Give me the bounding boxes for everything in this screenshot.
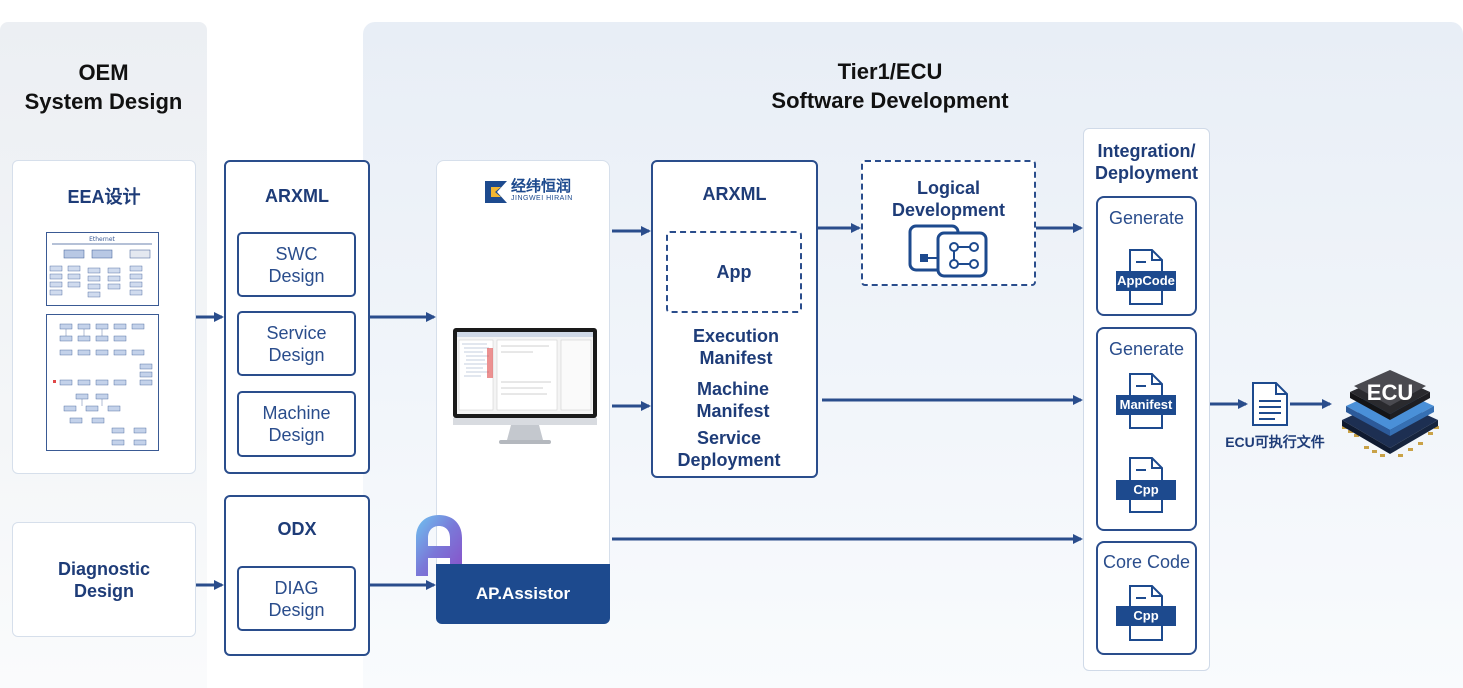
diag-line2: Design [268,599,325,620]
tier1-title-line2: Software Development [771,88,1009,113]
service-deployment-line2: Deployment [677,450,781,470]
machine-manifest-line2: Manifest [696,401,770,421]
odx-title: ODX [277,519,317,539]
ap-assistor-label: AP.Assistor [436,564,610,624]
arxml-right-title: ARXML [702,184,767,204]
diagnostic-line1: Diagnostic [57,558,150,579]
eea-title: EEA设计 [67,187,141,207]
swc-line1: SWC [275,243,318,264]
appcode-badge: AppCode [1116,271,1176,291]
exec-line2: Manifest [699,348,773,368]
eea-diagram-thumbnail: Ethernet [46,232,159,451]
manifest-badge: Manifest [1116,395,1176,415]
app-label: App [716,262,752,282]
logo-text-cn: 经纬恒润 [511,178,572,195]
tier1-title: Tier1/ECU Software Development [740,57,1040,115]
machine-manifest-line1: Machine [696,379,770,399]
tier1-title-line1: Tier1/ECU [837,59,943,84]
swc-line2: Design [268,265,325,286]
cpp-badge-1: Cpp [1116,480,1176,500]
ap-assistor-logo-icon [416,515,462,576]
eea-chart-header: Ethernet [89,236,115,243]
integration-title-line2: Deployment [1094,163,1199,183]
oem-title: OEM System Design [0,58,207,116]
machine-line1: Machine [262,403,331,423]
arxml-right-card: ARXML [651,160,818,478]
machine-line2: Design [268,425,325,445]
generate-label-1: Generate [1108,208,1185,228]
ecu-chip-icon: ECU [1342,370,1439,457]
oem-title-line2: System Design [24,89,183,114]
integration-title-line1: Integration/ [1097,141,1196,161]
service-line1: Service [266,322,327,343]
diagnostic-design-card: Diagnostic Design [12,522,196,637]
monitor-icon [453,328,597,444]
core-code-label: Core Code [1102,552,1191,572]
logical-line2: Development [891,200,1006,220]
cpp-badge-2: Cpp [1116,606,1176,626]
logical-line1: Logical [916,178,980,198]
oem-title-line1: OEM [78,60,129,85]
jingwei-logo-icon [485,181,507,203]
app-box: App [666,231,802,313]
diag-line1: DIAG [274,577,319,598]
ecu-chip-label: ECU [1367,380,1413,405]
exec-line1: Execution [692,326,780,346]
service-line2: Design [268,344,325,365]
diagnostic-line2: Design [73,580,134,601]
generate-label-2: Generate [1108,339,1185,359]
logo-text-en: JINGWEI HIRAIN [511,195,573,202]
service-deployment-line1: Service [696,428,762,448]
ecu-document-icon [1252,382,1288,426]
ap-assistor-name: AP.Assistor [475,584,571,603]
ecu-file-label: ECU可执行文件 [1225,434,1325,450]
logical-flow-icon [908,224,988,278]
arxml-left-title: ARXML [265,186,329,206]
